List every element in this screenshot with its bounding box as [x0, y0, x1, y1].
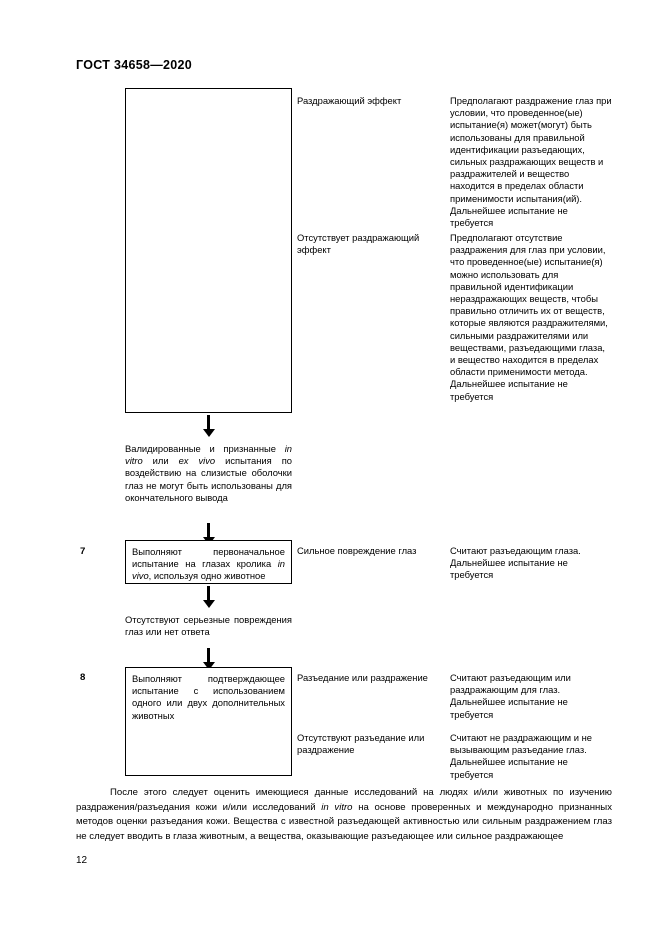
- flow-box-step7-pre: Выполняют первоначальное испытание на гл…: [132, 546, 285, 570]
- flow-arrow-3: [203, 586, 215, 608]
- flow-note-no-damage: Отсутствуют серьезные повреждения глаз и…: [125, 614, 292, 638]
- branch-result-non-irritant: Предполагают отсутствие раздражения для …: [450, 232, 608, 402]
- body-paragraph-part1: После этого следует оценить имеющиеся да…: [76, 787, 612, 813]
- branch-condition-irritant: Раздражающий эффект: [297, 95, 402, 106]
- flow-box-step8-text: Выполняют подтверждающее испытание с исп…: [132, 673, 285, 721]
- flow-note-validated: Валидированные и признанные in vitro или…: [125, 443, 292, 504]
- branch-result-severe-damage: Считают разъедающим глаза. Дальнейшее ис…: [450, 545, 581, 581]
- flow-arrow-4: [203, 648, 215, 670]
- branch-condition-no-corrosion-or-irritation: Отсутствуют разъедание или раздражение: [297, 732, 425, 756]
- flow-box-step7-text: Выполняют первоначальное испытание на гл…: [126, 541, 291, 587]
- body-paragraph: После этого следует оценить имеющиеся да…: [76, 786, 612, 844]
- branch-condition-severe-damage: Сильное повреждение глаз: [297, 545, 417, 556]
- page-number: 12: [76, 855, 88, 866]
- flow-note-validated-line1: Валидированные и признанные: [125, 443, 276, 454]
- flow-box-step8: Выполняют подтверждающее испытание с исп…: [125, 667, 292, 776]
- flow-box-step7: Выполняют первоначальное испытание на гл…: [125, 540, 292, 584]
- branch-result-corrosion-or-irritation: Считают разъедающим или раздражающим для…: [450, 672, 571, 720]
- flow-note-validated-italic1: in vitro: [125, 443, 292, 467]
- branch-result-irritant: Предполагают раздражение глаз при услови…: [450, 95, 612, 229]
- body-paragraph-italic: in vitro: [321, 801, 353, 813]
- branch-condition-non-irritant: Отсутствует раздражающий эффект: [297, 232, 420, 256]
- body-paragraph-part2: на основе проверенных и международно при…: [76, 801, 612, 842]
- flow-arrow-1: [203, 415, 215, 437]
- flow-note-validated-rest: испытания по воздействию на слизистые об…: [125, 455, 292, 503]
- flow-box-continued-text: [126, 89, 291, 98]
- flow-box-continued: [125, 88, 292, 413]
- branch-condition-corrosion-or-irritation: Разъедание или раздражение: [297, 672, 428, 683]
- flow-note-validated-italic2: ex vivo: [178, 455, 216, 467]
- page-header-standard-number: ГОСТ 34658—2020: [76, 58, 193, 72]
- flow-step-number-7: 7: [80, 546, 86, 557]
- branch-result-no-corrosion-or-irritation: Считают не раздражающим и не вызывающим …: [450, 732, 592, 780]
- flow-box-step7-post: , используя одно животное: [148, 570, 266, 582]
- flow-box-step7-italic: in vivo: [132, 558, 285, 582]
- flow-note-validated-mid1: или: [142, 455, 179, 467]
- flow-step-number-8: 8: [80, 672, 86, 683]
